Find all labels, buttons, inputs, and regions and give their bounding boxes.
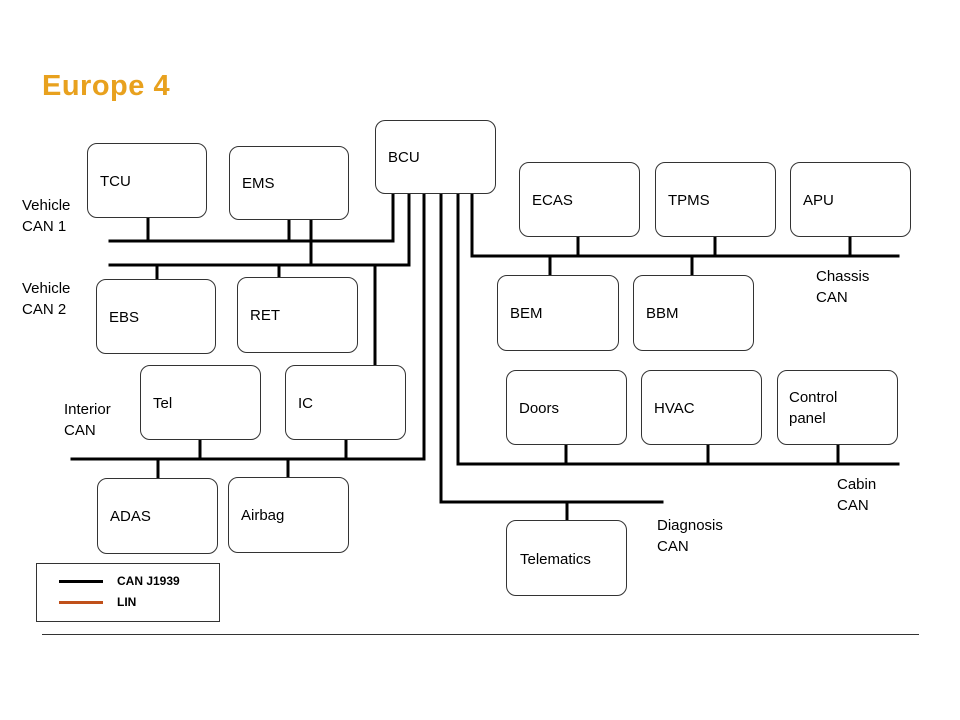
legend-label: CAN J1939 [117,574,180,588]
node-label: APU [803,192,834,209]
node-ic: IC [285,365,406,440]
node-apu: APU [790,162,911,237]
node-label: Control panel [789,389,838,427]
node-label: RET [250,307,280,324]
node-label: BCU [388,149,420,166]
node-label: ECAS [532,192,573,209]
label-vehicle-can-2: Vehicle CAN 2 [22,280,71,318]
node-label: BBM [646,305,679,322]
node-label: EBS [109,309,140,326]
legend-item-can-j1939: CAN J1939 [59,572,180,590]
node-adas: ADAS [97,478,218,554]
node-label: EMS [242,175,275,192]
node-hvac: HVAC [641,370,762,445]
node-label: ADAS [110,508,151,525]
node-ecas: ECAS [519,162,640,237]
node-label: TCU [100,173,131,190]
label-diagnosis-can: Diagnosis CAN [657,517,723,555]
node-label: Telematics [520,551,591,568]
node-tcu: TCU [87,143,207,218]
node-doors: Doors [506,370,627,445]
node-label: IC [298,395,313,412]
node-ems: EMS [229,146,349,220]
node-bem: BEM [497,275,619,351]
label-interior-can: Interior CAN [64,401,111,439]
node-telematics: Telematics [506,520,627,596]
node-label: Airbag [241,507,285,524]
node-label: HVAC [654,400,695,417]
page-title: Europe 4 [42,70,171,102]
node-label: TPMS [668,192,710,209]
legend-swatch [59,579,103,583]
node-label: Tel [153,395,173,412]
legend-item-lin: LIN [59,593,136,611]
footer-divider [42,634,919,635]
legend: CAN J1939 LIN [36,563,220,622]
legend-swatch [59,600,103,604]
label-vehicle-can-1: Vehicle CAN 1 [22,197,71,235]
node-tpms: TPMS [655,162,776,237]
label-cabin-can: Cabin CAN [837,476,877,514]
label-chassis-can: Chassis CAN [816,268,870,306]
node-ebs: EBS [96,279,216,354]
node-bbm: BBM [633,275,754,351]
legend-label: LIN [117,595,137,609]
node-label: Doors [519,400,560,417]
node-control-panel: Control panel [777,370,898,445]
node-ret: RET [237,277,358,353]
node-label: BEM [510,305,543,322]
node-tel: Tel [140,365,261,440]
node-airbag: Airbag [228,477,349,553]
node-bcu: BCU [375,120,496,194]
